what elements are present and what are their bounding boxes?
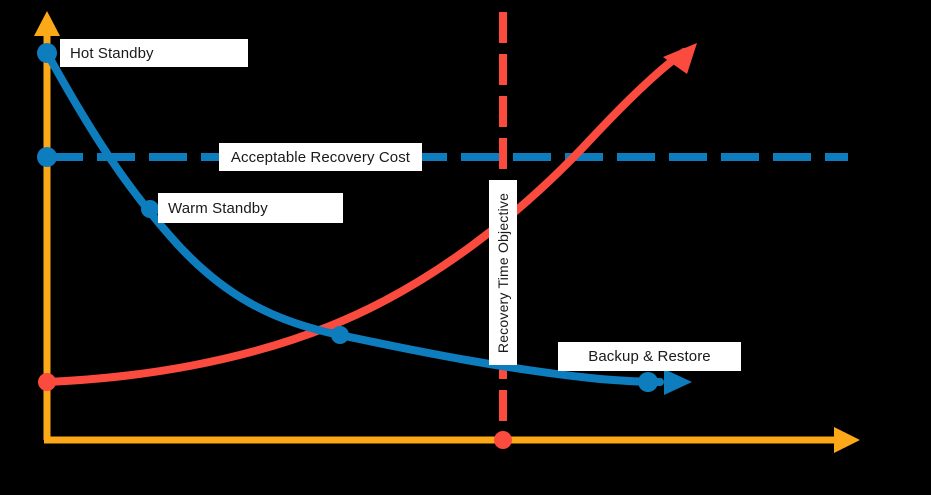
pilot-light-dot <box>331 326 349 344</box>
recovery-time-objective-axis-dot <box>494 431 512 449</box>
recovery-time-objective-label: Recovery Time Objective <box>489 180 517 365</box>
y-axis-arrowhead <box>34 11 60 36</box>
warm-standby-label-text: Warm Standby <box>168 199 268 217</box>
downtime-cost-curve-arrowhead <box>663 43 697 74</box>
hot-standby-label-text: Hot Standby <box>70 44 154 62</box>
warm-standby-label: Warm Standby <box>158 193 343 223</box>
downtime-cost-start-dot <box>38 373 56 391</box>
axes-group <box>34 11 860 453</box>
hot-standby-label: Hot Standby <box>60 39 248 67</box>
acceptable-recovery-cost-label: Acceptable Recovery Cost <box>219 143 422 171</box>
acceptable-cost-axis-dot <box>37 147 57 167</box>
downtime-cost-curve <box>43 48 688 386</box>
readiness-cost-curve <box>43 49 664 386</box>
hot-standby-dot <box>37 43 57 63</box>
readiness-cost-curve-arrowhead <box>664 369 692 395</box>
backup-restore-label: Backup & Restore <box>558 342 741 371</box>
warm-standby-dot <box>141 200 159 218</box>
backup-restore-label-text: Backup & Restore <box>588 348 711 365</box>
acceptable-recovery-cost-label-text: Acceptable Recovery Cost <box>230 148 411 166</box>
downtime-cost-curve-group <box>38 43 697 449</box>
recovery-time-objective-label-text: Recovery Time Objective <box>495 192 511 353</box>
x-axis-arrowhead <box>834 427 860 453</box>
backup-restore-dot <box>638 372 658 392</box>
readiness-cost-curve-group <box>37 43 692 395</box>
